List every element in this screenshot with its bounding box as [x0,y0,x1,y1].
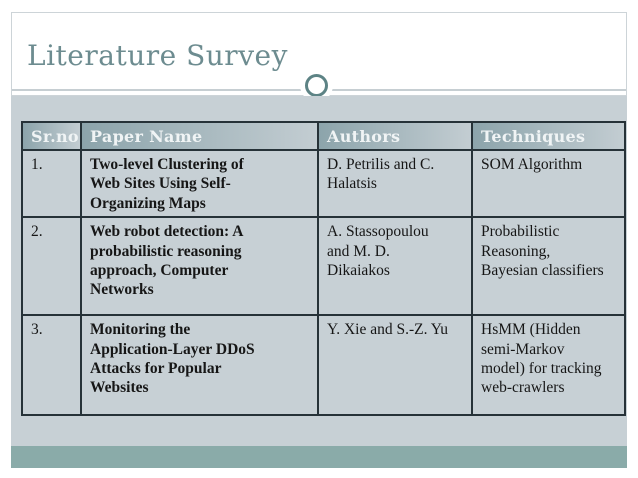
table-row: 3. Monitoring the Application-Layer DDoS… [21,314,626,417]
col-header-paper-name: Paper Name [80,121,319,151]
cell-authors: D. Petrilis and C. Halatsis [317,148,473,219]
page-title: Literature Survey [27,39,288,72]
cell-paper-name: Web robot detection: A probabilistic rea… [80,216,319,317]
cell-paper-name: Monitoring the Application-Layer DDoS At… [80,314,319,417]
title-bar: Literature Survey [11,12,627,102]
literature-survey-table: Sr.no Paper Name Authors Techniques 1. T… [21,121,626,417]
col-header-srno: Sr.no [21,121,82,151]
slide-body: Sr.no Paper Name Authors Techniques 1. T… [11,96,627,446]
cell-authors: A. Stassopoulou and M. D. Dikaiakos [317,216,473,317]
table-row: 2. Web robot detection: A probabilistic … [21,216,626,317]
cell-srno: 1. [21,148,82,219]
cell-techniques: Probabilistic Reasoning, Bayesian classi… [471,216,626,317]
cell-techniques: HsMM (Hidden semi-Markov model) for trac… [471,314,626,417]
col-header-techniques: Techniques [471,121,626,151]
col-header-authors: Authors [317,121,473,151]
cell-techniques: SOM Algorithm [471,148,626,219]
cell-authors: Y. Xie and S.-Z. Yu [317,314,473,417]
table-header-row: Sr.no Paper Name Authors Techniques [21,121,626,151]
cell-paper-name: Two-level Clustering of Web Sites Using … [80,148,319,219]
bottom-accent-band [11,446,627,468]
cell-srno: 2. [21,216,82,317]
cell-srno: 3. [21,314,82,417]
table-row: 1. Two-level Clustering of Web Sites Usi… [21,148,626,219]
divider-circle-icon [305,74,328,97]
